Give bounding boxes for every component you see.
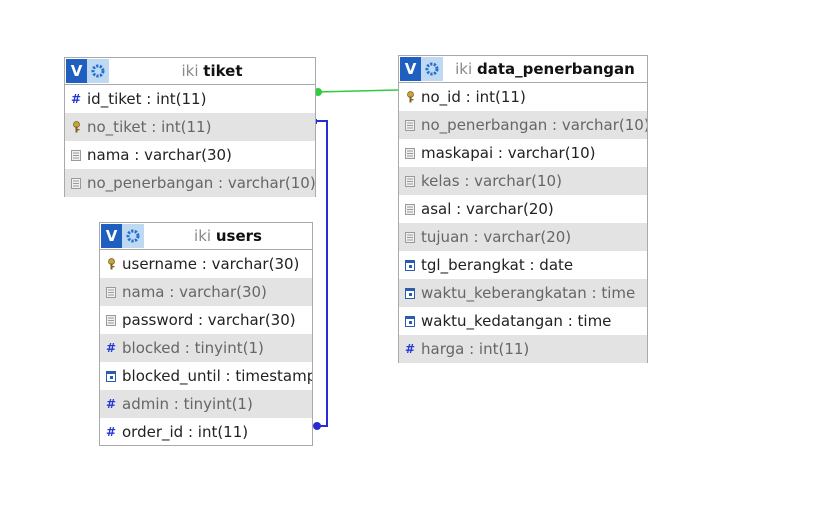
toggle-button[interactable]: V xyxy=(400,57,421,81)
column-label: id_tiket : int(11) xyxy=(87,90,207,108)
column-label: tujuan : varchar(20) xyxy=(421,228,572,246)
column-label: tgl_berangkat : date xyxy=(421,256,574,274)
text-field-icon xyxy=(405,231,415,243)
table-data-penerbangan[interactable]: V iki data_penerbangan no_id : int(11) no… xyxy=(398,55,648,363)
table-row[interactable]: tujuan : varchar(20) xyxy=(399,223,647,251)
table-row[interactable]: # order_id : int(11) xyxy=(100,418,312,446)
hash-icon: # xyxy=(105,397,117,411)
text-field-icon xyxy=(405,175,415,187)
column-label: no_penerbangan : varchar(10) xyxy=(87,174,315,192)
text-field-icon xyxy=(405,203,415,215)
table-row[interactable]: nama : varchar(30) xyxy=(100,278,312,306)
table-name: users xyxy=(215,227,262,245)
text-field-icon xyxy=(405,119,415,131)
hash-icon: # xyxy=(105,425,117,439)
table-row[interactable]: waktu_keberangkatan : time xyxy=(399,279,647,307)
hash-icon: # xyxy=(70,92,82,106)
gear-icon[interactable] xyxy=(87,59,109,83)
calendar-icon xyxy=(405,315,415,327)
key-icon xyxy=(106,258,116,270)
table-row[interactable]: no_penerbangan : varchar(10) xyxy=(65,169,315,197)
column-label: username : varchar(30) xyxy=(122,255,300,273)
column-label: no_penerbangan : varchar(10) xyxy=(421,116,647,134)
calendar-icon xyxy=(106,370,116,382)
text-field-icon xyxy=(71,149,81,161)
relation-line-tiket-data-penerbangan xyxy=(315,89,400,93)
key-icon xyxy=(71,121,81,133)
column-label: blocked_until : timestamp xyxy=(122,367,312,385)
table-row[interactable]: waktu_kedatangan : time xyxy=(399,307,647,335)
table-title: iki users xyxy=(144,223,312,249)
text-field-icon xyxy=(71,177,81,189)
table-prefix: iki xyxy=(455,60,473,78)
column-label: asal : varchar(20) xyxy=(421,200,554,218)
table-tiket[interactable]: V iki tiket # id_tiket : int(11) no_tiket … xyxy=(64,57,316,197)
hash-icon: # xyxy=(105,341,117,355)
table-row[interactable]: password : varchar(30) xyxy=(100,306,312,334)
calendar-icon xyxy=(405,287,415,299)
column-label: order_id : int(11) xyxy=(122,423,249,441)
table-row[interactable]: # blocked : tinyint(1) xyxy=(100,334,312,362)
text-field-icon xyxy=(405,147,415,159)
column-label: no_id : int(11) xyxy=(421,88,526,106)
column-label: admin : tinyint(1) xyxy=(122,395,253,413)
table-row[interactable]: no_tiket : int(11) xyxy=(65,113,315,141)
column-label: nama : varchar(30) xyxy=(87,146,232,164)
column-label: maskapai : varchar(10) xyxy=(421,144,596,162)
column-label: blocked : tinyint(1) xyxy=(122,339,264,357)
text-field-icon xyxy=(106,314,116,326)
table-name: tiket xyxy=(203,62,243,80)
column-label: no_tiket : int(11) xyxy=(87,118,212,136)
table-header: V iki data_penerbangan xyxy=(399,56,647,83)
gear-icon[interactable] xyxy=(122,224,144,248)
table-row[interactable]: no_penerbangan : varchar(10) xyxy=(399,111,647,139)
calendar-icon xyxy=(405,259,415,271)
table-row[interactable]: # id_tiket : int(11) xyxy=(65,85,315,113)
table-row[interactable]: tgl_berangkat : date xyxy=(399,251,647,279)
table-name: data_penerbangan xyxy=(476,60,635,78)
table-users[interactable]: V iki users username : varchar(30) nama :… xyxy=(99,222,313,446)
column-label: waktu_keberangkatan : time xyxy=(421,284,636,302)
table-prefix: iki xyxy=(181,62,199,80)
table-prefix: iki xyxy=(194,227,212,245)
table-title: iki tiket xyxy=(109,58,315,84)
toggle-button[interactable]: V xyxy=(101,224,122,248)
table-row[interactable]: # admin : tinyint(1) xyxy=(100,390,312,418)
relation-end-green xyxy=(314,88,322,96)
table-row[interactable]: blocked_until : timestamp xyxy=(100,362,312,390)
toggle-button[interactable]: V xyxy=(66,59,87,83)
table-row[interactable]: asal : varchar(20) xyxy=(399,195,647,223)
column-label: waktu_kedatangan : time xyxy=(421,312,612,330)
table-row[interactable]: username : varchar(30) xyxy=(100,250,312,278)
table-title: iki data_penerbangan xyxy=(443,56,647,82)
column-label: harga : int(11) xyxy=(421,340,530,358)
table-row[interactable]: # harga : int(11) xyxy=(399,335,647,363)
table-row[interactable]: no_id : int(11) xyxy=(399,83,647,111)
key-icon xyxy=(405,91,415,103)
table-row[interactable]: maskapai : varchar(10) xyxy=(399,139,647,167)
relation-end-blue xyxy=(313,422,321,430)
table-row[interactable]: nama : varchar(30) xyxy=(65,141,315,169)
gear-icon[interactable] xyxy=(421,57,443,81)
text-field-icon xyxy=(106,286,116,298)
table-header: V iki users xyxy=(100,223,312,250)
table-header: V iki tiket xyxy=(65,58,315,85)
column-label: password : varchar(30) xyxy=(122,311,296,329)
column-label: kelas : varchar(10) xyxy=(421,172,562,190)
column-label: nama : varchar(30) xyxy=(122,283,267,301)
hash-icon: # xyxy=(404,342,416,356)
table-row[interactable]: kelas : varchar(10) xyxy=(399,167,647,195)
